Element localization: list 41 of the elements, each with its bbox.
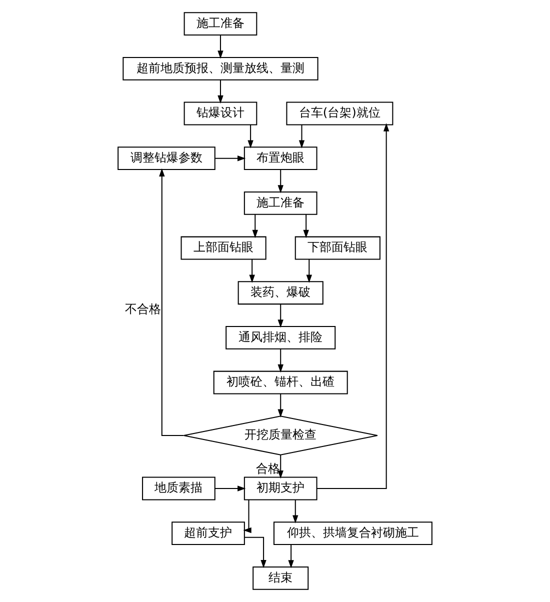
node-box: 布置炮眼 (244, 146, 318, 170)
arrow (249, 259, 255, 283)
node-box: 钻爆设计 (184, 102, 258, 126)
node-box: 施工准备 (184, 12, 258, 36)
node-box: 下部面钻眼 (294, 236, 380, 260)
node-box: 地质素描 (142, 476, 216, 500)
edge-label: 不合格 (125, 302, 162, 316)
node-diamond: 开挖质量检查 (183, 416, 378, 456)
node-box: 装药、爆破 (238, 281, 324, 305)
node-box: 调整钻爆参数 (118, 146, 216, 170)
arrow (278, 349, 284, 373)
node-box: 上部面钻眼 (180, 236, 266, 260)
node-box: 施工准备 (244, 191, 318, 215)
arrow (278, 170, 284, 194)
arrow (214, 486, 246, 492)
node-box: 通风排烟、排险 (226, 326, 336, 350)
node-box: 超前支护 (172, 522, 245, 546)
node-box: 超前地质预报、测量放线、量测 (122, 56, 318, 80)
arrow (306, 259, 312, 283)
arrow (248, 124, 254, 148)
arrow (252, 214, 258, 238)
node-box: 结束 (252, 566, 309, 590)
arrow (243, 500, 252, 534)
arrow (278, 454, 284, 479)
node-box: 初期支护 (244, 476, 318, 500)
arrow (244, 536, 266, 568)
arrow (218, 80, 224, 104)
edge-label: 合格 (256, 462, 280, 476)
arrow (215, 155, 246, 162)
arrow (159, 168, 184, 436)
arrow (298, 124, 305, 148)
node-box: 初喷砼、锚杆、出碴 (213, 370, 348, 394)
node-box: 仰拱、拱墙复合衬砌施工 (273, 522, 432, 546)
arrow (292, 500, 298, 524)
node-box: 台车(台架)就位 (286, 102, 394, 126)
arrow (278, 304, 284, 328)
arrow (278, 394, 284, 418)
arrow (316, 123, 390, 489)
arrow (288, 544, 294, 568)
arrow (218, 35, 224, 59)
arrow (303, 214, 309, 238)
